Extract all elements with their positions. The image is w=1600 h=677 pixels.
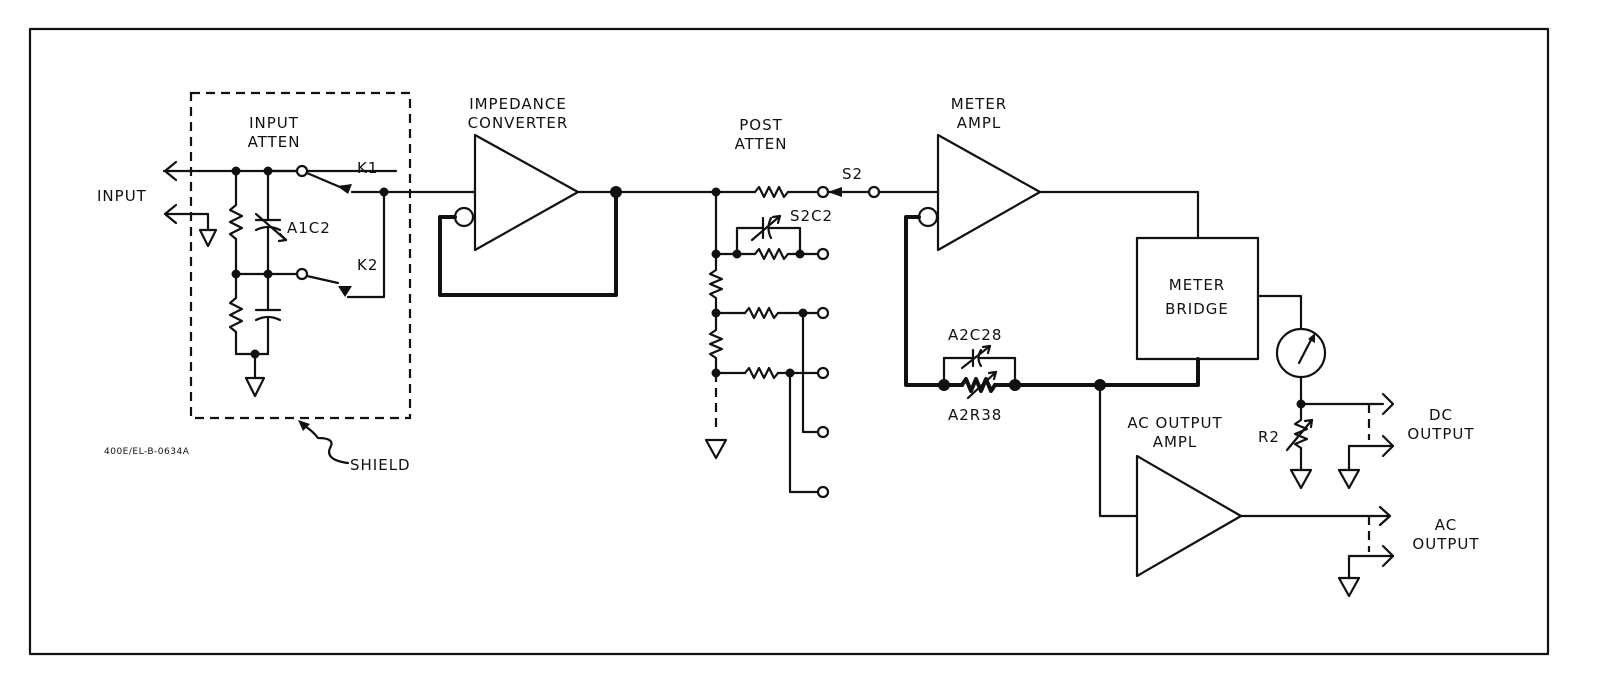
- k2-label: K2: [357, 256, 378, 274]
- r2-label: R2: [1258, 428, 1280, 446]
- shield-box: [189, 91, 412, 420]
- meter-bridge-box: [1135, 236, 1260, 361]
- meter-bridge-label-2: BRIDGE: [1165, 300, 1229, 318]
- input-atten-label: INPUT: [249, 114, 299, 132]
- feedback-network: [938, 344, 1200, 400]
- ac-output-label: AC: [1435, 516, 1457, 534]
- relay-k2: [295, 190, 386, 299]
- meter-ampl: [904, 133, 1200, 387]
- meter-and-r2: [1256, 294, 1395, 490]
- input-label: INPUT: [97, 187, 147, 205]
- diagram-border: [28, 27, 1550, 656]
- post-atten-label: POST: [739, 116, 783, 134]
- meter-bridge-label: METER: [1169, 276, 1225, 294]
- impedance-converter-label: IMPEDANCE: [469, 95, 567, 113]
- ac-output-label-2: OUTPUT: [1412, 535, 1479, 553]
- ac-output-ampl-label: AC OUTPUT: [1127, 414, 1222, 432]
- input-atten-network: [228, 166, 298, 398]
- switch-s2: [826, 185, 940, 199]
- meter-ampl-label: METER: [951, 95, 1007, 113]
- post-atten-label-2: ATTEN: [735, 135, 788, 153]
- a2c28-label: A2C28: [948, 326, 1002, 344]
- a2r38-label: A2R38: [948, 406, 1002, 424]
- post-atten-network: [704, 185, 830, 499]
- shield-label: SHIELD: [350, 456, 411, 474]
- impedance-converter-label-2: CONVERTER: [468, 114, 569, 132]
- k1-label: K1: [357, 159, 378, 177]
- shield-callout: [298, 420, 350, 465]
- ac-output-connector: [1337, 516, 1395, 598]
- relay-k1: [266, 164, 386, 194]
- s2c2-label: S2C2: [790, 207, 833, 225]
- dc-output-label-2: OUTPUT: [1407, 425, 1474, 443]
- a1c2-label: A1C2: [287, 219, 331, 237]
- meter-ampl-label-2: AMPL: [957, 114, 1002, 132]
- figure-code: 400E/EL-B-0634A: [104, 447, 190, 457]
- input-atten-label-2: ATTEN: [248, 133, 301, 151]
- meter-gauge-icon: [1275, 327, 1327, 379]
- dc-output-label: DC: [1429, 406, 1453, 424]
- dc-output-connector: [1337, 404, 1395, 490]
- ac-output-ampl: [1098, 383, 1392, 578]
- ac-output-ampl-label-2: AMPL: [1153, 433, 1198, 451]
- impedance-converter-amp: [379, 133, 722, 297]
- s2-label: S2: [842, 165, 863, 183]
